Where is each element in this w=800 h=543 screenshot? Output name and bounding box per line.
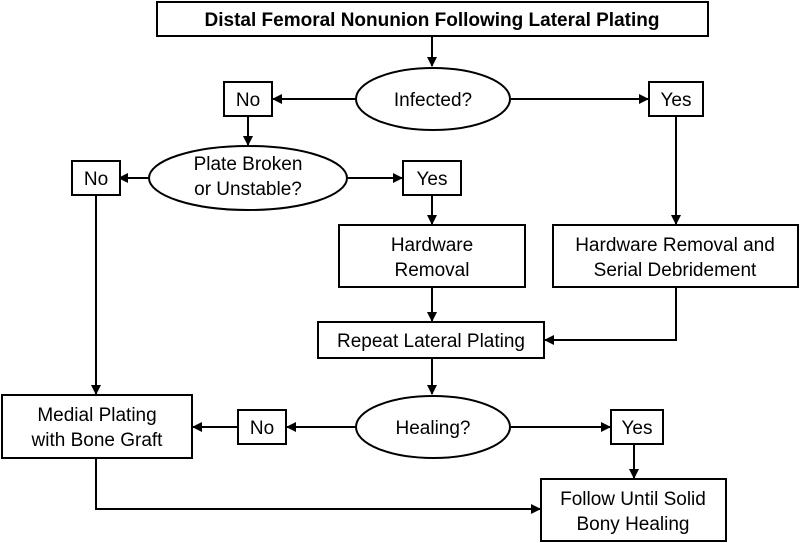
arrow-medial-to-follow <box>95 458 541 514</box>
plate-no-box: No <box>71 160 121 196</box>
debridement-line-2: Serial Debridement <box>594 260 757 281</box>
title-text: Distal Femoral Nonunion Following Latera… <box>205 10 660 31</box>
hardware-removal-line-1: Hardware <box>391 235 473 256</box>
decision-healing: Healing? <box>355 395 511 459</box>
infected-yes-text: Yes <box>661 90 692 111</box>
repeat-plating-box: Repeat Lateral Plating <box>317 321 545 359</box>
healing-yes-text: Yes <box>622 418 653 439</box>
healing-no-box: No <box>237 409 287 445</box>
healing-no-text: No <box>250 418 274 439</box>
connectors <box>91 36 681 514</box>
healing-question-text: Healing? <box>396 418 471 439</box>
plate-yes-box: Yes <box>402 160 462 196</box>
hardware-removal-line-2: Removal <box>395 260 470 281</box>
arrow-debridement-to-repeat <box>544 287 677 345</box>
medial-plating-box: Medial Plating with Bone Graft <box>1 394 193 459</box>
repeat-plating-text: Repeat Lateral Plating <box>337 331 525 352</box>
follow-until-line-1: Follow Until Solid <box>560 489 706 510</box>
infected-question-text: Infected? <box>394 90 472 111</box>
infected-no-box: No <box>223 81 273 117</box>
plate-question-line-2: or Unstable? <box>194 179 302 200</box>
healing-yes-box: Yes <box>610 409 664 445</box>
debridement-box: Hardware Removal and Serial Debridement <box>552 224 799 288</box>
follow-until-line-2: Bony Healing <box>576 514 689 535</box>
infected-yes-box: Yes <box>648 81 704 117</box>
plate-yes-text: Yes <box>417 169 448 190</box>
hardware-removal-box: Hardware Removal <box>338 224 526 288</box>
medial-plating-line-1: Medial Plating <box>37 405 156 426</box>
plate-question-line-1: Plate Broken <box>194 154 303 175</box>
decision-plate-broken: Plate Broken or Unstable? <box>148 145 348 211</box>
title-box: Distal Femoral Nonunion Following Latera… <box>156 1 709 37</box>
decision-infected: Infected? <box>355 67 511 131</box>
follow-until-box: Follow Until Solid Bony Healing <box>540 478 727 542</box>
medial-plating-line-2: with Bone Graft <box>31 430 164 451</box>
plate-no-text: No <box>84 169 108 190</box>
infected-no-text: No <box>236 90 260 111</box>
debridement-line-1: Hardware Removal and <box>575 235 775 256</box>
